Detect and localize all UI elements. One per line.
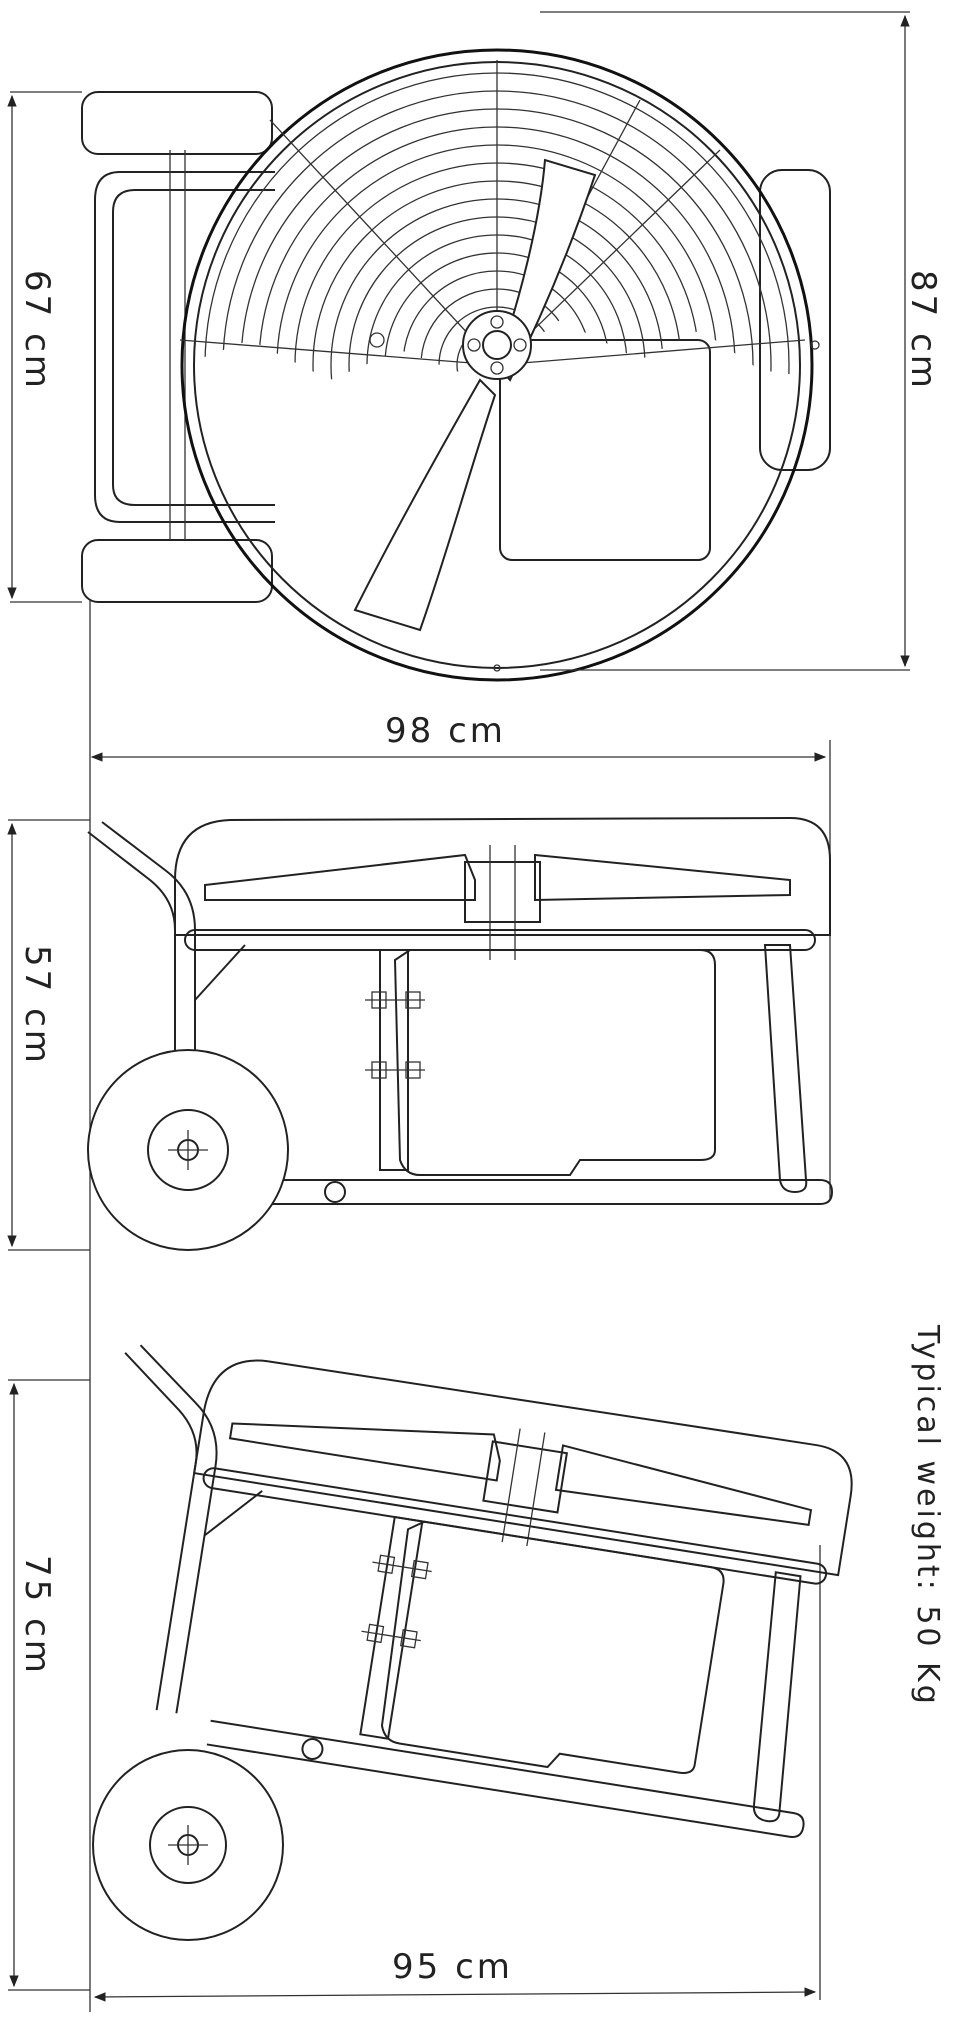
fan-side-view <box>87 816 834 1251</box>
dim-tilted-length-text: 95 cm <box>392 1947 513 1987</box>
dimension-tilted-height: 75 cm <box>8 1379 90 1991</box>
dimension-side-height: 57 cm <box>7 819 90 1251</box>
fan-guard-ring-icon <box>180 48 814 682</box>
dim-front-diameter-text: 87 cm <box>903 270 943 391</box>
tilted-wheel-icon <box>92 1749 284 1941</box>
side-length-dimension: 98 cm <box>90 711 831 1200</box>
fan-tilted-view <box>124 1344 853 1838</box>
dim-side-height-text: 57 cm <box>17 945 57 1066</box>
dim-side-length-text: 98 cm <box>385 711 506 751</box>
dim-front-height-text: 67 cm <box>17 270 57 391</box>
fan-hub-icon <box>462 310 532 380</box>
typical-weight-label: Typical weight: 50 Kg <box>910 1324 945 1707</box>
dimension-tilted-length: 95 cm <box>93 1545 821 2002</box>
wheel-top-icon <box>81 91 273 155</box>
dim-tilted-height-text: 75 cm <box>17 1555 57 1676</box>
dimension-front-height: 67 cm <box>7 91 82 603</box>
fan-front-view <box>81 48 831 682</box>
dimension-front-diameter: 87 cm <box>540 11 943 671</box>
wheel-bottom-icon <box>81 539 273 603</box>
